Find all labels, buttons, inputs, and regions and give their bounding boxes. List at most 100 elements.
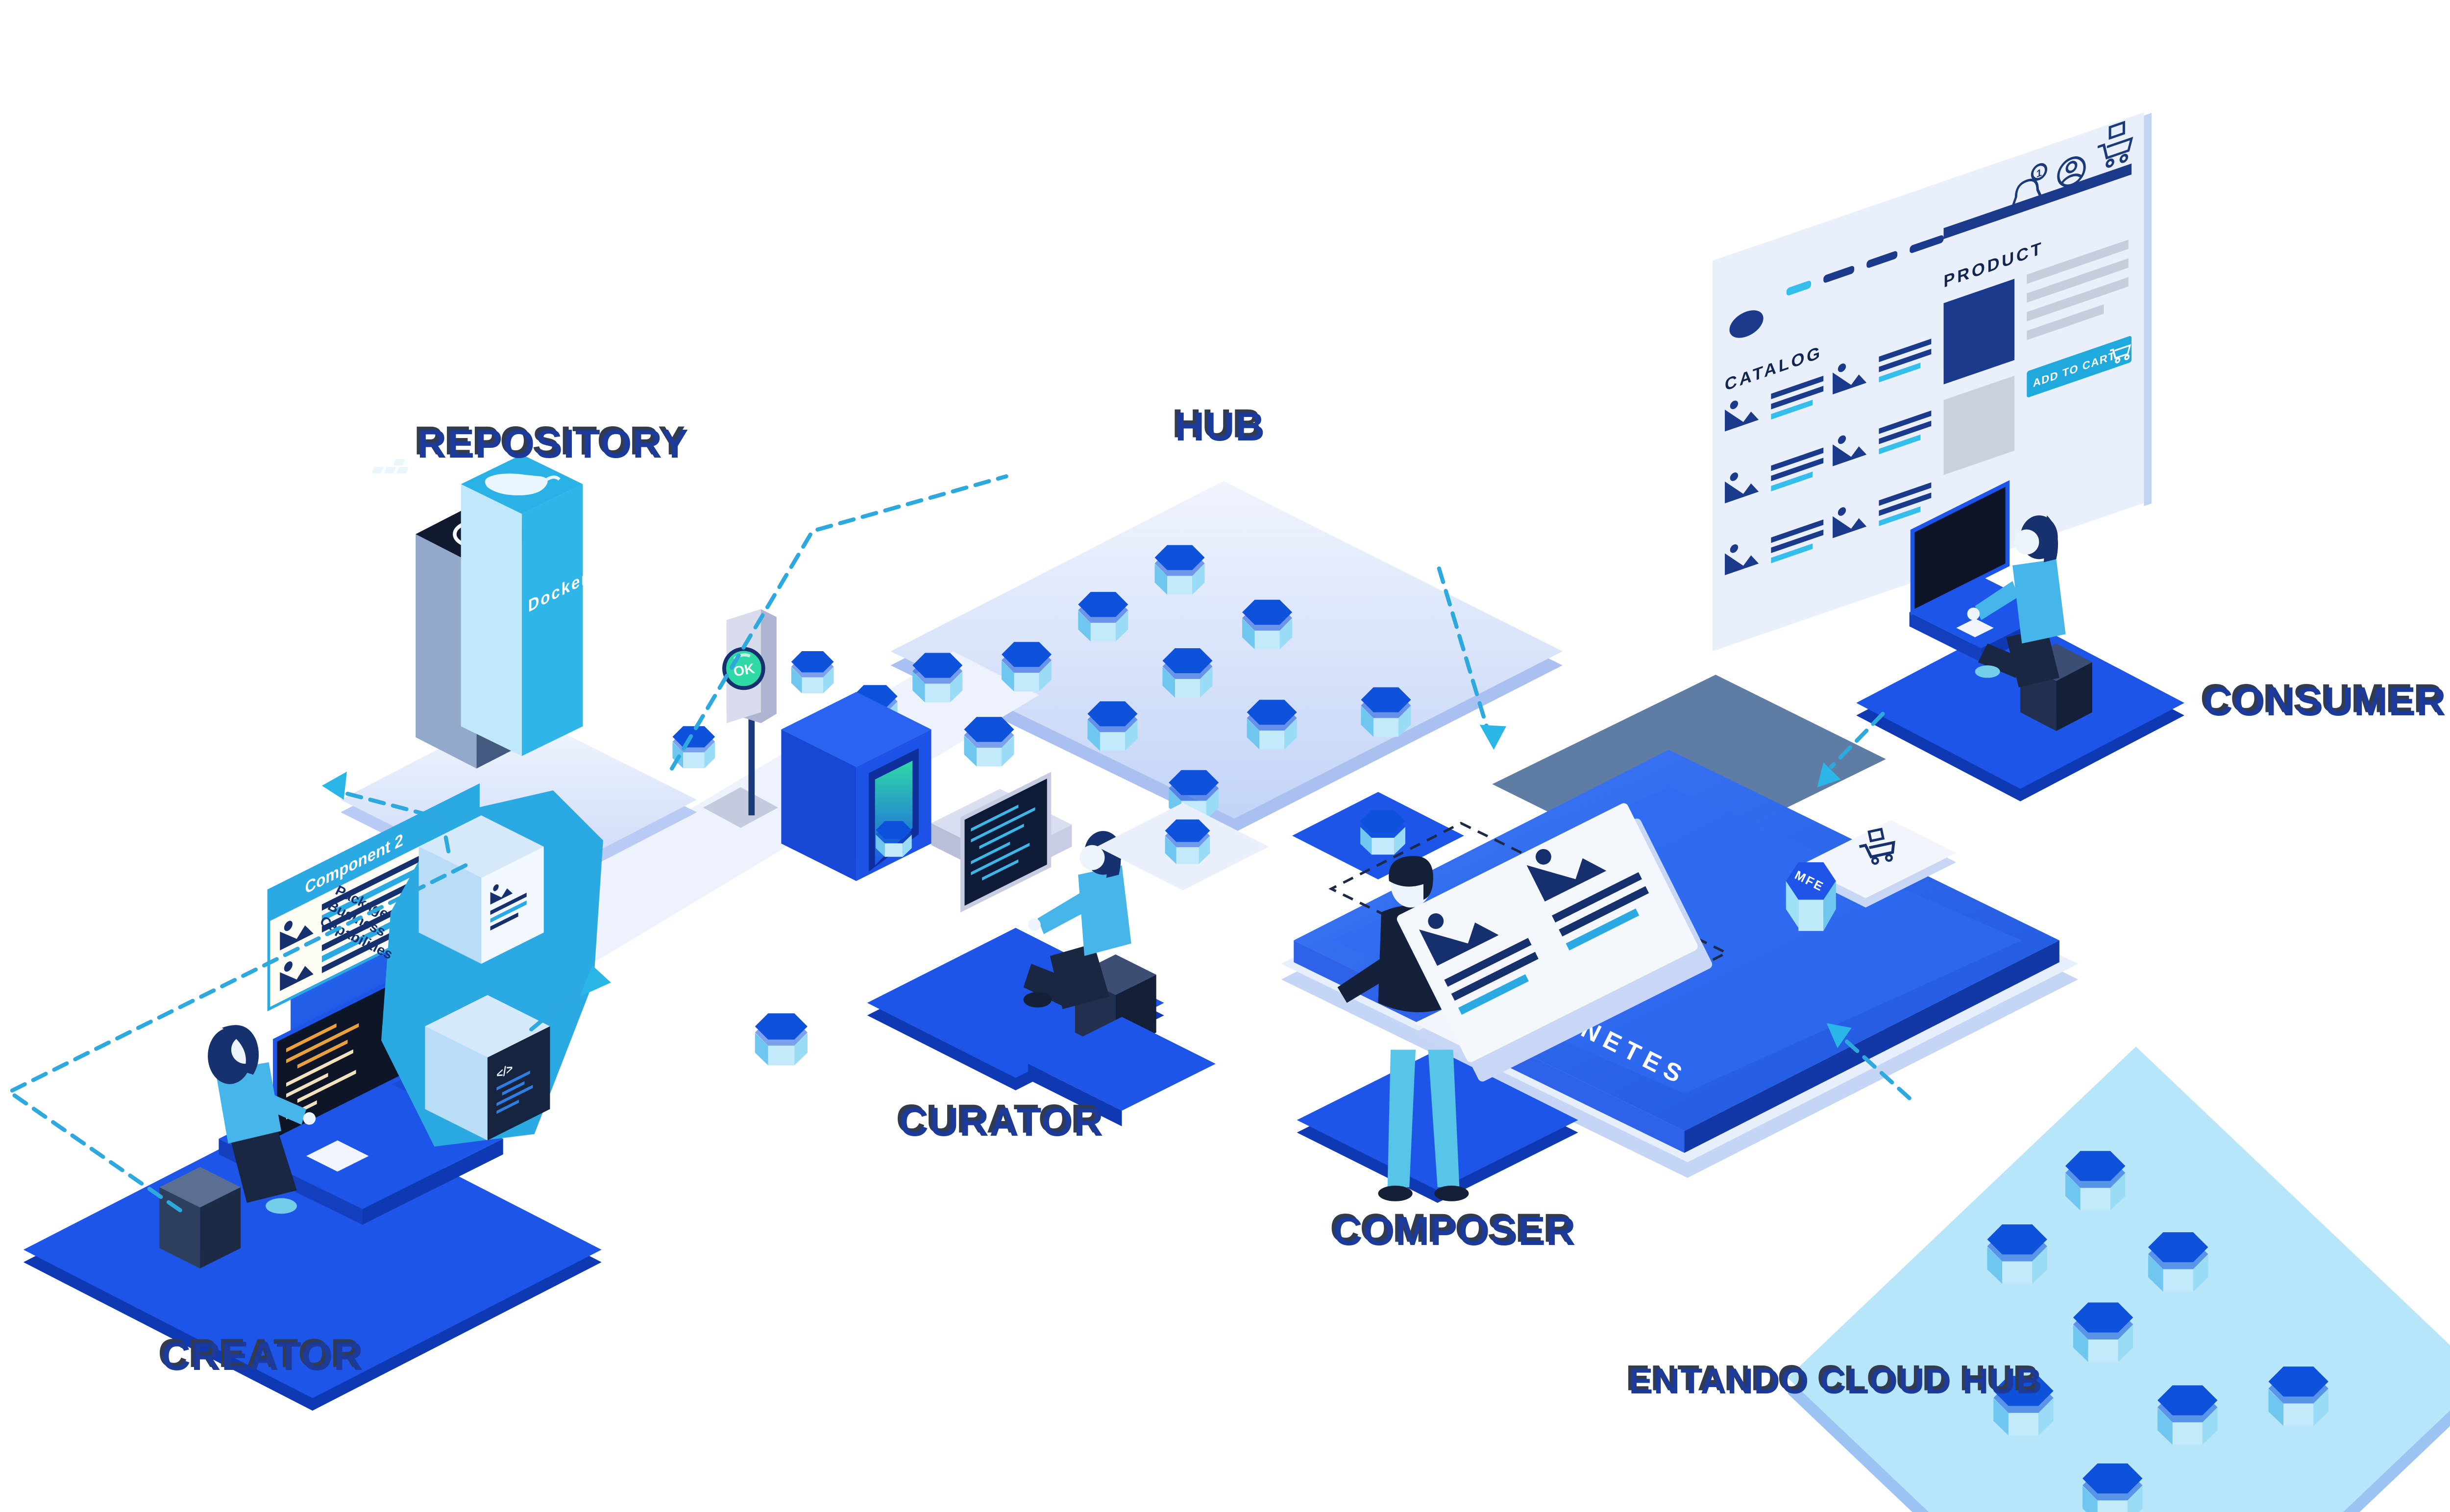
app-cards-panel (1396, 803, 1713, 1082)
cloud-hub-label-shadow: ENTANDO CLOUD HUB (1626, 1358, 2040, 1398)
creator-station: Component 2 (23, 783, 603, 1411)
nav-item[interactable] (1786, 280, 1812, 296)
card-item (1526, 849, 1649, 951)
docker-whale-icon (371, 459, 561, 495)
consumer-monitor (1910, 480, 2010, 616)
hexagon-component (2268, 1364, 2328, 1426)
notification-badge: 1 (2036, 167, 2042, 180)
image-placeholder-icon (490, 888, 513, 905)
arrowhead (321, 771, 347, 800)
hexagon-component (2157, 1383, 2218, 1445)
hexagon-component (1162, 646, 1213, 698)
keyboard (1956, 618, 1994, 637)
hexagon-component (2148, 1230, 2208, 1292)
hexagon-component (1002, 640, 1052, 692)
cloudhub-to-composer-dashed (1841, 1037, 1911, 1100)
hexagon-component (1242, 598, 1293, 650)
consumer-station: 1 CATALOG (1712, 112, 2184, 802)
composer-label: COMPOSER (1333, 1208, 1576, 1254)
cloud-hub-station (1787, 1047, 2450, 1512)
package-cube-code: </> (425, 995, 550, 1141)
composer-label-shadow: COMPOSER (1330, 1205, 1573, 1251)
product-header-bar (1943, 163, 2132, 239)
hexagon-component (1360, 808, 1405, 855)
logo-mark (1729, 310, 1764, 338)
repository-to-hub-dashed (670, 474, 1008, 771)
hexagon-component (791, 649, 834, 693)
hub-to-composer-dashed (1437, 566, 1490, 732)
consumer-person (1967, 515, 2092, 731)
creator-to-repository-dashed (339, 790, 451, 854)
consumer-to-composer-dashed (1829, 711, 1885, 769)
hexagon-component (1247, 698, 1297, 750)
creator-label: CREATOR (161, 1333, 364, 1379)
catalog-item[interactable] (1725, 442, 1824, 507)
hexagon-component (1165, 818, 1210, 864)
cart-icon (2110, 344, 2132, 364)
curator-screen (960, 772, 1052, 913)
arrowhead (1479, 725, 1506, 750)
hexagon-component (2065, 1148, 2126, 1211)
catalog-item[interactable] (1725, 514, 1824, 579)
package-cube-card (418, 815, 544, 964)
curator-console (931, 772, 1072, 913)
card-item (1419, 913, 1539, 1015)
hub-label: HUB (1175, 404, 1265, 449)
hexagon-component (755, 1011, 808, 1066)
arrowhead (580, 965, 611, 997)
hexagon-component (1087, 699, 1138, 751)
arrowhead (1817, 762, 1841, 787)
curator-station: OK (672, 609, 1164, 1091)
composer-station: KUBERNETES MFE (1281, 675, 2079, 1203)
hub-label-shadow: HUB (1172, 400, 1262, 446)
hexagon-component (2073, 1300, 2133, 1362)
cart-tile (1800, 820, 1957, 908)
composer-platform-side-right (1684, 940, 2059, 1153)
nav-item[interactable] (1823, 265, 1855, 284)
ok-traffic-light: OK (703, 609, 779, 828)
hexagon-component (1154, 543, 1205, 595)
curator-label-shadow: CURATOR (896, 1096, 1101, 1141)
mfe-hexagon: MFE (1786, 862, 1836, 931)
hexagon-component (1987, 1222, 2047, 1284)
catalog-item[interactable] (1833, 477, 1932, 542)
scanner-gate (781, 692, 931, 881)
hexagon-component (672, 725, 715, 769)
connectors (5, 474, 1911, 1218)
curator-person (1023, 831, 1156, 1053)
cloud-hub-label: ENTANDO CLOUD HUB (1629, 1361, 2043, 1401)
repository-label: REPOSITORY (417, 421, 689, 466)
nav-item[interactable] (1866, 250, 1898, 269)
creator-label-shadow: CREATOR (158, 1330, 361, 1376)
image-placeholder-icon (280, 921, 314, 951)
catalog-item[interactable] (1833, 333, 1932, 398)
hexagon-component (1078, 590, 1128, 642)
hexagon-component (912, 651, 963, 703)
product-image (1943, 279, 2015, 385)
feedback-dashed-path (5, 863, 468, 1218)
hexagon-component (1361, 685, 1411, 737)
curator-label: CURATOR (899, 1099, 1104, 1145)
product-image-alt (1943, 375, 2015, 475)
hexagon-component (876, 820, 912, 857)
repository-label-shadow: REPOSITORY (414, 418, 686, 463)
consumer-label-shadow: CONSUMER (2200, 676, 2443, 721)
creator-to-curator-dashed (529, 991, 577, 1032)
station-labels: REPOSITORY REPOSITORY HUB HUB CONSUMER C… (158, 400, 2447, 1401)
cart-icon[interactable] (2097, 120, 2133, 171)
creator-person (159, 1025, 316, 1268)
nav-item[interactable] (1910, 234, 1944, 254)
hexagon-component (2082, 1461, 2143, 1512)
catalog-item[interactable] (1833, 405, 1932, 470)
consumer-label: CONSUMER (2204, 679, 2447, 724)
connector-arrowheads (321, 725, 1852, 1049)
catalog-list (1725, 333, 1932, 579)
image-placeholder-icon (280, 961, 314, 991)
catalog-item[interactable] (1725, 370, 1824, 435)
arrowhead (1826, 1023, 1852, 1049)
ok-label: OK (733, 661, 756, 680)
docker-tower: Docker (371, 454, 588, 756)
cart-icon (1859, 828, 1895, 865)
